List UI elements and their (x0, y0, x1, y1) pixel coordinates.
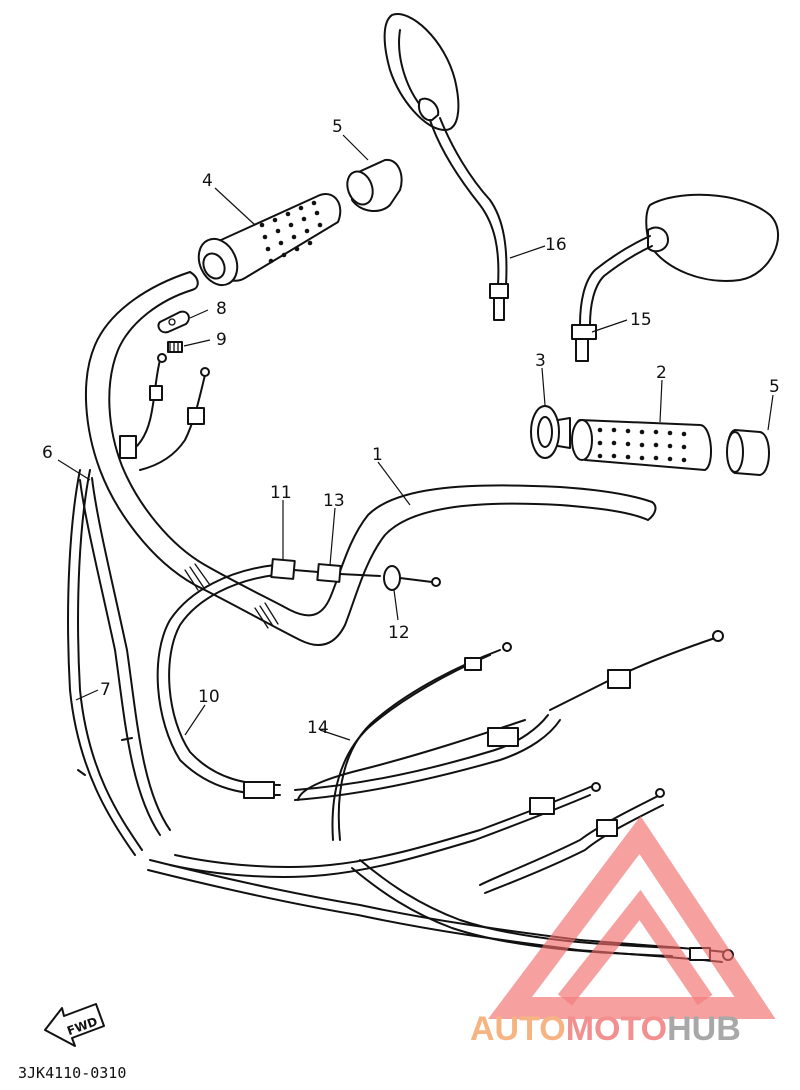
drawing-code: 3JK4110-0310 (18, 1064, 126, 1082)
adjuster-bolt (167, 341, 183, 353)
callout-9: 9 (216, 330, 227, 350)
callout-numbers: 1 2 3 4 5 5 6 7 8 9 10 11 12 13 14 15 16 (42, 117, 780, 738)
callout-7: 7 (100, 680, 111, 700)
throttle-guide (530, 405, 571, 459)
callout-1: 1 (372, 445, 383, 465)
callout-11: 11 (270, 483, 292, 503)
left-mirror (383, 13, 509, 321)
wire-harness (79, 477, 171, 836)
callout-leaders (57, 134, 774, 741)
callout-5-right: 5 (769, 377, 780, 397)
callout-5-left: 5 (332, 117, 343, 137)
watermark-text: AUTOMOTOHUB (470, 1010, 741, 1048)
lower-cable-a (169, 782, 601, 878)
callout-8: 8 (216, 299, 227, 319)
callout-13: 13 (323, 491, 345, 511)
callout-4: 4 (202, 171, 213, 191)
clutch-cable (67, 469, 143, 856)
callout-12: 12 (388, 623, 410, 643)
throttle-grip (571, 419, 712, 471)
forward-arrow: FWD (44, 1003, 105, 1047)
automotohub-watermark: AUTOMOTOHUB (470, 815, 776, 1048)
watermark-logo-icon (487, 815, 776, 1019)
watermark-moto: MOTO (566, 1010, 667, 1048)
callout-3: 3 (535, 351, 546, 371)
throttle-cable (156, 564, 561, 801)
watermark-auto: AUTO (470, 1010, 566, 1048)
callout-14: 14 (307, 718, 329, 738)
lower-cable-b (479, 788, 665, 894)
right-bar-end (726, 429, 770, 476)
callout-2: 2 (656, 363, 667, 383)
left-grip (197, 193, 342, 287)
start-cable (331, 642, 512, 841)
callout-10: 10 (198, 687, 220, 707)
choke-cable-upper (119, 353, 210, 471)
callout-16: 16 (545, 235, 567, 255)
left-bar-end (346, 158, 403, 212)
watermark-hub: HUB (667, 1010, 741, 1048)
callout-6: 6 (42, 443, 53, 463)
cable-adjuster (270, 558, 441, 591)
right-mirror (571, 193, 780, 362)
callout-15: 15 (630, 310, 652, 330)
handlebar (84, 271, 657, 646)
throttle-cable-right (297, 630, 724, 801)
cable-holder-bracket (157, 310, 190, 334)
